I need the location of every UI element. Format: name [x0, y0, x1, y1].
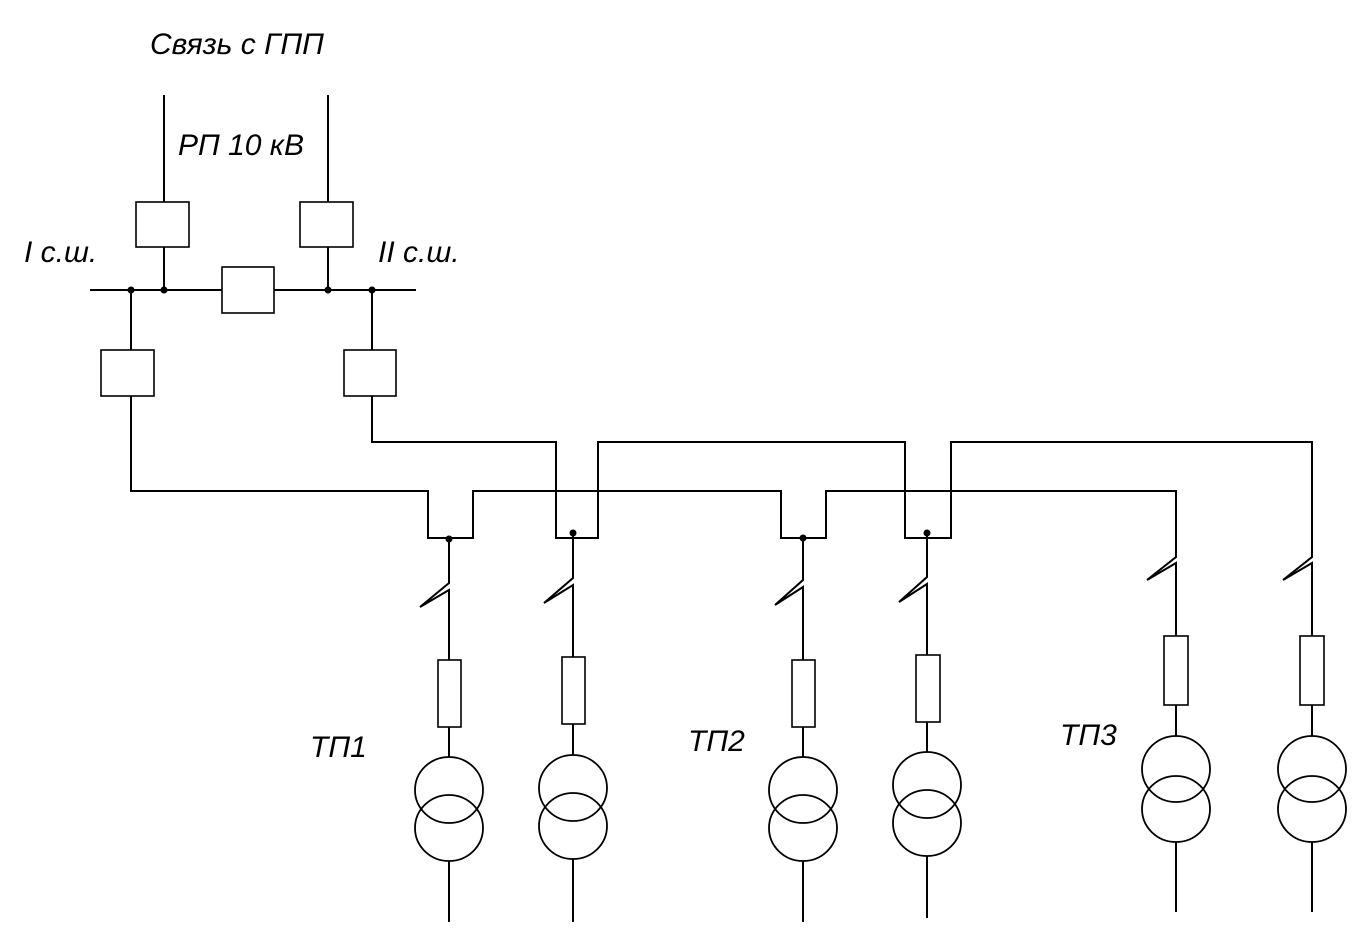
transformer-primary: [538, 754, 608, 822]
tp2-branch-b: [892, 533, 962, 918]
fuse: [915, 654, 941, 723]
tp1-branch-a: [414, 539, 484, 922]
outgoing-breaker-2: [343, 349, 397, 397]
incoming-feeder-1: [135, 95, 190, 290]
transformer-primary: [1277, 735, 1347, 803]
grid-link-label: Связь с ГПП: [150, 28, 324, 61]
fuse: [791, 659, 816, 728]
transformer-secondary: [414, 794, 484, 862]
bus-1-label: I с.ш.: [24, 236, 97, 269]
incoming-feeder-2: [299, 95, 354, 290]
fuse: [1299, 635, 1325, 706]
bus-tie-breaker: [221, 266, 275, 314]
bus-2-label: II с.ш.: [378, 236, 460, 269]
tp1-label: ТП1: [310, 731, 367, 764]
transformer-secondary: [892, 789, 962, 857]
transformer-primary: [892, 751, 962, 819]
tp3-label: ТП3: [1060, 719, 1117, 752]
fuse: [561, 656, 586, 725]
transformer-primary: [768, 756, 838, 824]
tp3-branch-a: [1141, 500, 1211, 912]
tp2-branch-a: [768, 538, 838, 922]
fuse: [1163, 635, 1189, 706]
incoming-breaker-2: [299, 201, 354, 248]
tp1-branch-b: [538, 533, 608, 922]
transformer-secondary: [1277, 775, 1347, 843]
cable-line-1: [130, 396, 1177, 539]
transformer-primary: [1141, 735, 1211, 803]
outgoing-breaker-1: [100, 349, 155, 397]
transformer-secondary: [1141, 775, 1211, 843]
tp2-label: ТП2: [688, 725, 745, 758]
bus-node: [324, 286, 332, 294]
transformer-primary: [414, 756, 484, 824]
fuse: [437, 659, 462, 728]
cable-line-2: [371, 396, 1313, 539]
switchgear-label: РП 10 кВ: [178, 129, 304, 162]
tp3-branch-b: [1277, 478, 1347, 912]
transformer-secondary: [768, 794, 838, 862]
bus-node: [160, 286, 168, 294]
incoming-breaker-1: [135, 201, 190, 248]
transformer-secondary: [538, 792, 608, 860]
